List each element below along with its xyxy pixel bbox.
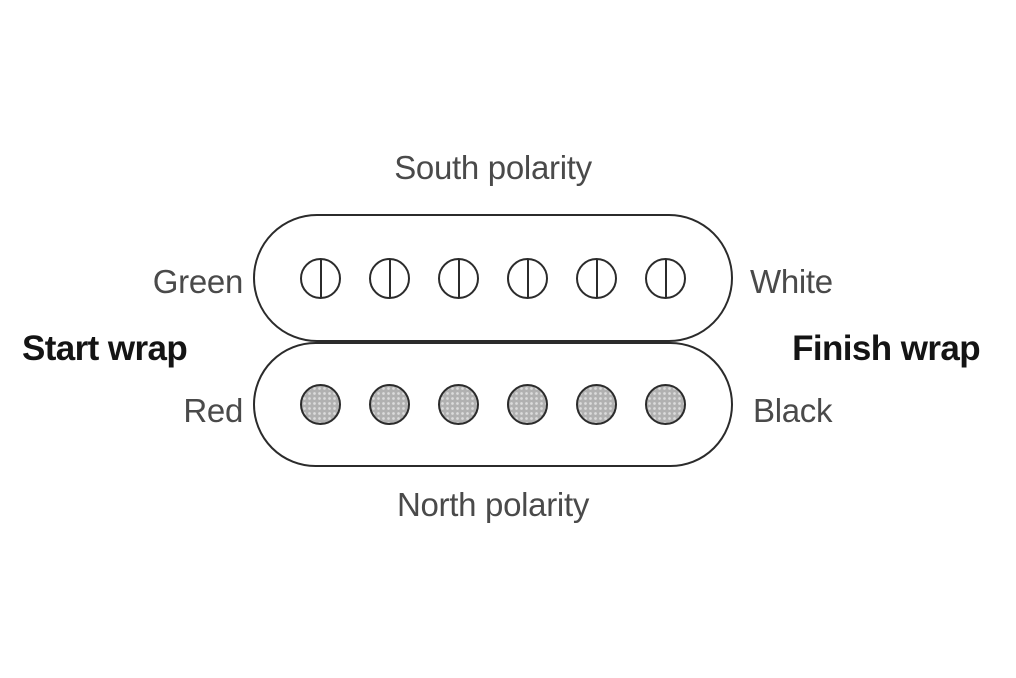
screw-pole-icon <box>369 257 410 299</box>
north-coil-pole-row <box>300 384 686 425</box>
slug-pole-icon <box>300 384 341 425</box>
red-wire-label: Red <box>183 392 243 429</box>
north-polarity-label: North polarity <box>396 486 590 523</box>
slug-pole-icon <box>438 384 479 425</box>
screw-pole-icon <box>507 257 548 299</box>
start-wrap-label: Start wrap <box>22 329 188 368</box>
screw-pole-icon <box>576 257 617 299</box>
screw-pole-icon <box>645 257 686 299</box>
screw-pole-icon <box>438 257 479 299</box>
south-coil-pole-row <box>300 257 686 299</box>
south-coil-bobbin <box>253 214 733 342</box>
white-wire-label: White <box>750 263 833 300</box>
slug-pole-icon <box>645 384 686 425</box>
south-polarity-label: South polarity <box>394 149 592 186</box>
slug-pole-icon <box>576 384 617 425</box>
slug-pole-icon <box>369 384 410 425</box>
black-wire-label: Black <box>753 392 833 429</box>
green-wire-label: Green <box>152 263 244 300</box>
north-coil-bobbin <box>253 342 733 467</box>
screw-pole-icon <box>300 257 341 299</box>
finish-wrap-label: Finish wrap <box>792 329 980 368</box>
slug-pole-icon <box>507 384 548 425</box>
